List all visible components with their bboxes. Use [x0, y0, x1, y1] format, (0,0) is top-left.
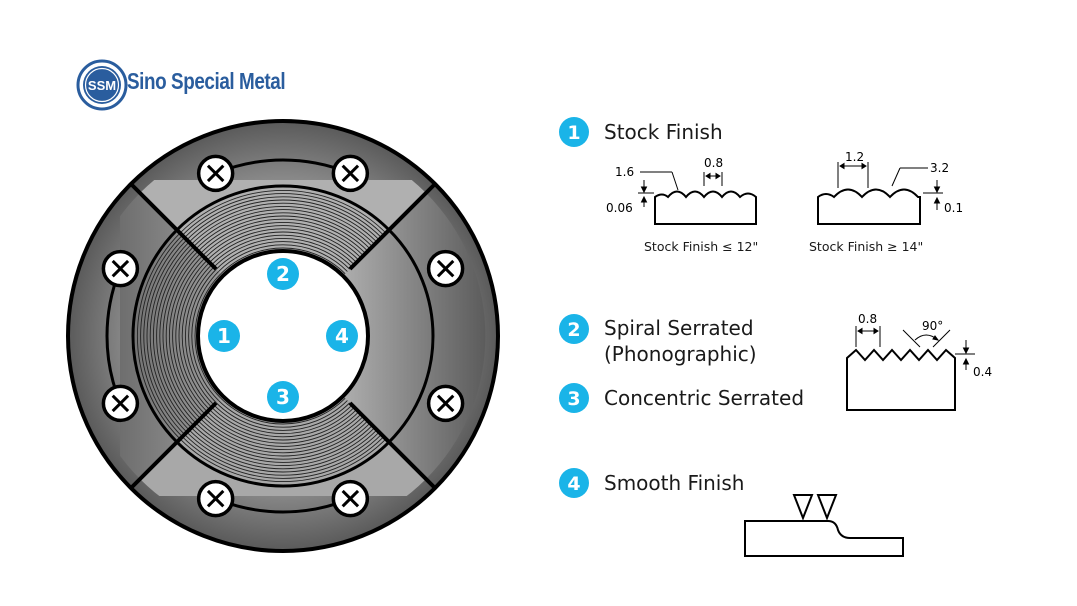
bolt-hole: [196, 154, 235, 193]
bolt-hole: [101, 384, 140, 423]
serrated-depth: 0.4: [973, 365, 992, 379]
svg-text:1: 1: [567, 122, 580, 144]
svg-text:2: 2: [567, 319, 580, 341]
svg-text:1: 1: [217, 324, 231, 348]
svg-text:4: 4: [335, 324, 349, 348]
serrated-angle: 90°: [922, 319, 943, 333]
bolt-holes: [101, 154, 465, 518]
svg-text:2: 2: [276, 262, 290, 286]
legend-badge-4: 4: [559, 468, 589, 498]
smooth-finish-profile: [744, 494, 904, 557]
stock-finish-small-profile: [654, 190, 757, 225]
legend-badge-2: 2: [559, 314, 589, 344]
bolt-hole: [426, 384, 465, 423]
legend-label-phonographic: (Phonographic): [604, 342, 757, 366]
legend-label-spiral-serrated: Spiral Serrated: [604, 316, 754, 340]
surface-symbol-icon: [792, 494, 814, 521]
sf-large-radius: 3.2: [930, 161, 949, 175]
sf-large-depth: 0.1: [944, 201, 963, 215]
legend-label-stock-finish: Stock Finish: [604, 120, 723, 144]
flange-marker-2: 2: [267, 258, 299, 290]
bolt-hole: [426, 249, 465, 288]
logo-badge-text: SSM: [88, 78, 116, 93]
flange-marker-1: 1: [208, 320, 240, 352]
surface-symbol-icon-2: [816, 494, 838, 521]
legend-badge-3: 3: [559, 383, 589, 413]
legend-label-smooth-finish: Smooth Finish: [604, 471, 745, 495]
serrated-pitch: 0.8: [858, 312, 877, 326]
brand-name: Sino Special Metal: [127, 68, 286, 94]
stock-finish-small-caption: Stock Finish ≤ 12": [644, 239, 759, 254]
ssm-logo-icon: SSM: [76, 59, 128, 111]
flange-marker-3: 3: [267, 381, 299, 413]
sf-small-depth: 0.06: [606, 201, 633, 215]
bolt-hole: [196, 479, 235, 518]
sf-small-radius: 1.6: [615, 165, 634, 179]
flange-marker-4: 4: [326, 320, 358, 352]
flange-bore: [196, 249, 370, 423]
svg-text:4: 4: [567, 473, 580, 495]
svg-text:3: 3: [276, 385, 290, 409]
quadrant-dividers: [129, 182, 437, 490]
stock-finish-large-caption: Stock Finish ≥ 14": [809, 239, 924, 254]
stock-finish-large-profile: [817, 188, 921, 225]
sf-large-pitch: 1.2: [845, 150, 864, 164]
bolt-hole: [331, 154, 370, 193]
bolt-hole: [331, 479, 370, 518]
svg-text:3: 3: [567, 388, 580, 410]
sf-small-pitch: 0.8: [704, 156, 723, 170]
legend-label-concentric-serrated: Concentric Serrated: [604, 386, 805, 410]
legend-badge-1: 1: [559, 117, 589, 147]
serrated-profile: [846, 348, 956, 411]
bolt-hole: [101, 249, 140, 288]
